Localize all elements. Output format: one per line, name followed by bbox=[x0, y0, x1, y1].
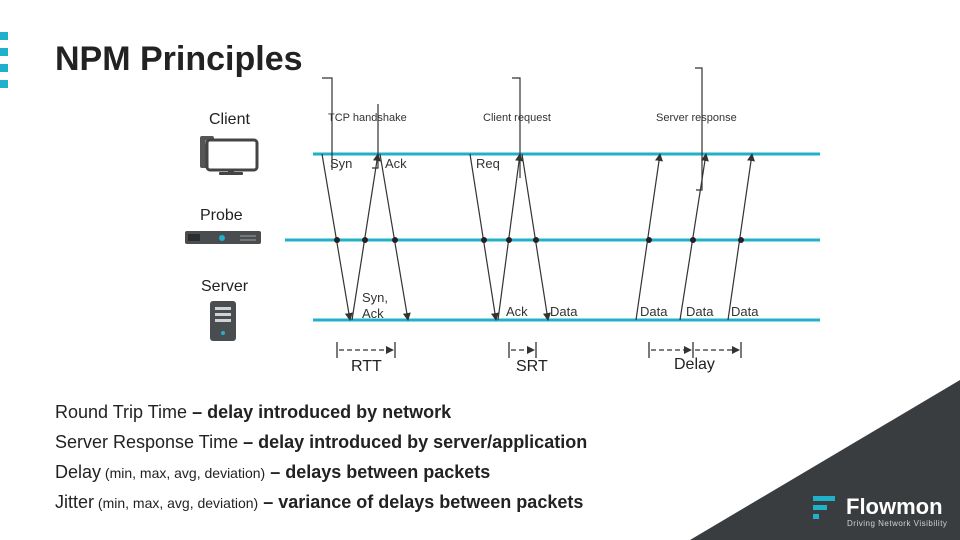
server-tower-icon bbox=[210, 301, 236, 341]
corner-dark-shape bbox=[690, 380, 960, 540]
phase-label-server-response: Server response bbox=[656, 112, 737, 124]
bracket-request bbox=[512, 77, 521, 178]
page-title: NPM Principles bbox=[55, 40, 303, 78]
packet-label-ack: Ack bbox=[385, 156, 407, 171]
packet-label-data-2: Data bbox=[640, 304, 668, 319]
lane-label-client: Client bbox=[209, 111, 250, 128]
bracket-tcp-start bbox=[322, 77, 333, 170]
metric-definitions: Round Trip Time – delay introduced by ne… bbox=[55, 398, 587, 518]
bracket-tcp-end bbox=[372, 104, 379, 169]
packet-label-syn-ack: Syn, Ack bbox=[362, 290, 389, 321]
data2-arrow bbox=[635, 153, 663, 321]
definition-delay: Delay (min, max, avg, deviation) – delay… bbox=[55, 462, 491, 482]
logo-name: Flowmon bbox=[846, 494, 943, 519]
packet-label-data-3: Data bbox=[686, 304, 714, 319]
definition-rtt: Round Trip Time – delay introduced by ne… bbox=[55, 402, 452, 422]
lane-label-server: Server bbox=[201, 278, 249, 295]
data4-arrow bbox=[727, 153, 755, 321]
metric-label-delay: Delay bbox=[674, 356, 715, 373]
measurement-spans bbox=[336, 342, 742, 358]
metric-label-rtt: RTT bbox=[351, 358, 382, 375]
ack-arrow bbox=[379, 153, 411, 321]
syn-arrow bbox=[321, 153, 353, 321]
probe-capture-dots bbox=[334, 237, 744, 243]
packet-label-syn: Syn bbox=[330, 156, 353, 171]
client-computer-icon bbox=[200, 136, 259, 175]
packet-label-data-4: Data bbox=[731, 304, 759, 319]
flowmon-logo-icon bbox=[813, 496, 835, 519]
logo-tagline: Driving Network Visibility bbox=[847, 519, 948, 528]
metric-label-srt: SRT bbox=[516, 358, 548, 375]
definition-srt: Server Response Time – delay introduced … bbox=[55, 432, 588, 452]
phase-label-client-request: Client request bbox=[483, 112, 551, 124]
lane-label-probe: Probe bbox=[200, 207, 243, 224]
phase-label-tcp-handshake: TCP handshake bbox=[328, 112, 407, 124]
bracket-response bbox=[695, 67, 703, 191]
req-arrow bbox=[469, 153, 499, 321]
side-accent-marks bbox=[0, 32, 10, 96]
packet-label-data-1: Data bbox=[550, 304, 578, 319]
packet-label-ack-server: Ack bbox=[506, 304, 528, 319]
definition-jitter: Jitter (min, max, avg, deviation) – vari… bbox=[55, 492, 584, 512]
data1-arrow bbox=[521, 153, 551, 321]
probe-appliance-icon bbox=[185, 231, 261, 244]
packet-label-req: Req bbox=[476, 156, 500, 171]
